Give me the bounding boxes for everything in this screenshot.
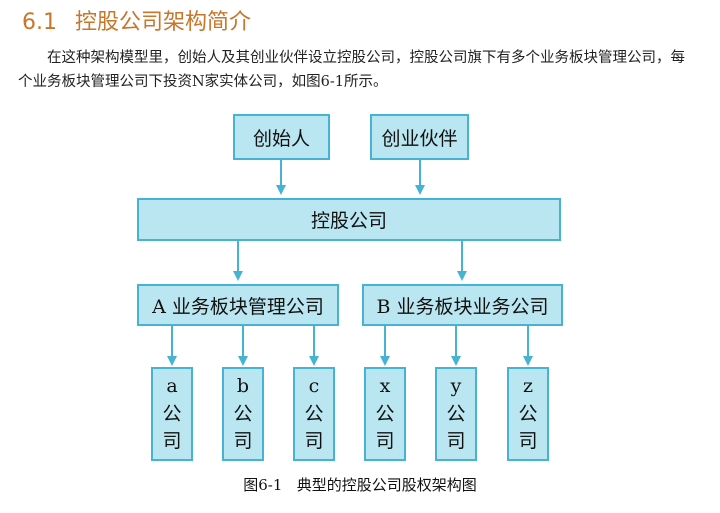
caption-label: 图6-1 [243,476,283,494]
figure-caption: 图6-1 典型的控股公司股权架构图 [0,474,720,495]
entity-z-char1: 公 [518,402,538,425]
entity-c-box: c 公 司 [293,367,335,461]
entity-b-letter: b [236,375,250,398]
entity-a-box: a 公 司 [151,367,193,461]
entity-z-char2: 司 [518,429,538,452]
segment-a-box: A 业务板块管理公司 [137,284,339,326]
entity-z-letter: z [522,375,533,398]
entity-z-box: z 公 司 [507,367,549,461]
holding-company-box: 控股公司 [137,198,561,241]
entity-x-letter: x [379,375,391,398]
entity-b-char2: 司 [233,429,253,452]
entity-y-char2: 司 [446,429,466,452]
entity-b-char1: 公 [233,402,253,425]
section-heading: 6.1 控股公司架构简介 [22,4,251,36]
paragraph-text: 在这种架构模型里，创始人及其创业伙伴设立控股公司，控股公司旗下有多个业务板块管理… [18,50,685,90]
body-paragraph: 在这种架构模型里，创始人及其创业伙伴设立控股公司，控股公司旗下有多个业务板块管理… [18,46,698,94]
entity-y-box: y 公 司 [435,367,477,461]
entity-a-char2: 司 [162,429,182,452]
founder-box: 创始人 [233,114,330,160]
entity-y-char1: 公 [446,402,466,425]
entity-c-char2: 司 [304,429,324,452]
entity-b-box: b 公 司 [222,367,264,461]
entity-c-char1: 公 [304,402,324,425]
caption-text: 典型的控股公司股权架构图 [296,476,477,494]
entity-x-char1: 公 [375,402,395,425]
entity-c-letter: c [308,375,320,398]
entity-a-char1: 公 [162,402,182,425]
section-title: 控股公司架构简介 [75,10,252,35]
entity-a-letter: a [166,375,178,398]
section-number: 6.1 [22,10,57,35]
segment-b-box: B 业务板块业务公司 [362,284,563,326]
entity-x-char2: 司 [375,429,395,452]
entity-y-letter: y [450,375,462,398]
entity-x-box: x 公 司 [364,367,406,461]
partner-box: 创业伙伴 [370,114,469,160]
